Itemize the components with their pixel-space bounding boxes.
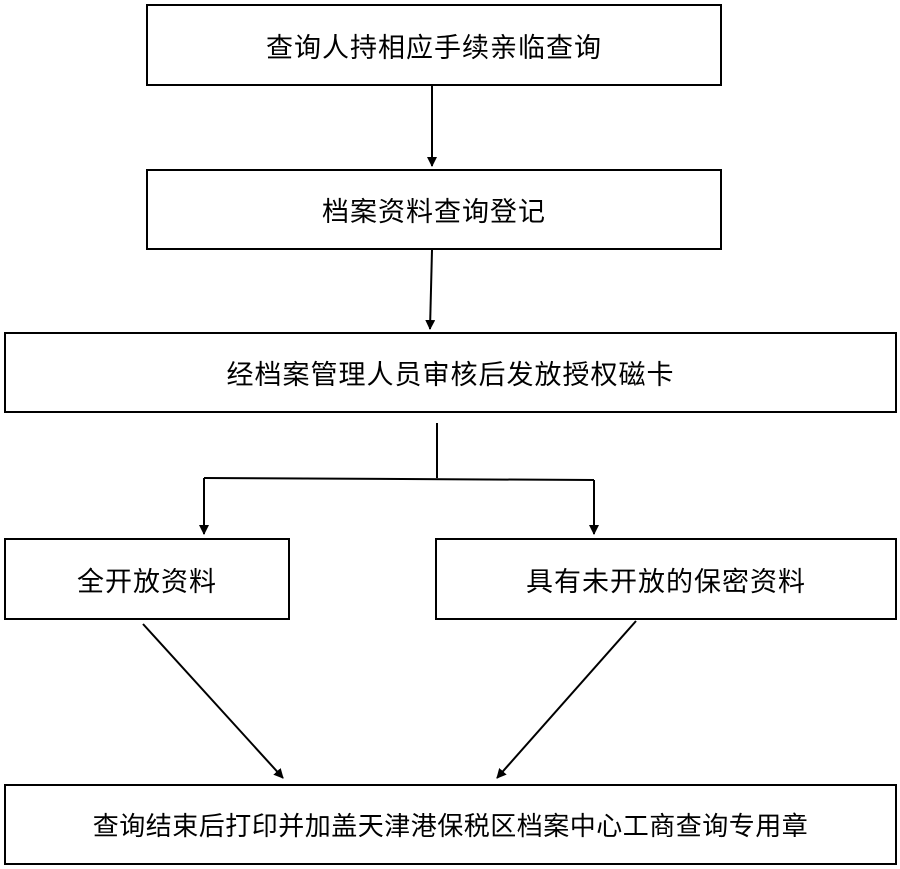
step-box-apply-in-person: 查询人持相应手续亲临查询 (146, 4, 722, 86)
connector-branch-horizontal (203, 477, 595, 481)
branch-label-confidential: 具有未开放的保密资料 (526, 566, 806, 598)
arrow-confidential-to-final (496, 620, 637, 779)
arrow-fully-open-to-final (142, 623, 284, 779)
step-label-apply-in-person: 查询人持相应手续亲临查询 (266, 32, 602, 64)
arrow-step2-to-step3 (425, 249, 436, 330)
branch-label-fully-open: 全开放资料 (77, 566, 217, 598)
step-box-review-issue-card: 经档案管理人员审核后发放授权磁卡 (4, 332, 897, 413)
step-label-review-issue-card: 经档案管理人员审核后发放授权磁卡 (226, 360, 675, 391)
step-box-print-and-stamp: 查询结束后打印并加盖天津港保税区档案中心工商查询专用章 (4, 784, 897, 865)
step-label-print-and-stamp: 查询结束后打印并加盖天津港保税区档案中心工商查询专用章 (92, 812, 809, 842)
branch-box-confidential: 具有未开放的保密资料 (435, 538, 897, 620)
step-box-registration: 档案资料查询登记 (146, 169, 722, 250)
branch-box-fully-open: 全开放资料 (4, 538, 290, 620)
step-label-registration: 档案资料查询登记 (322, 197, 546, 228)
